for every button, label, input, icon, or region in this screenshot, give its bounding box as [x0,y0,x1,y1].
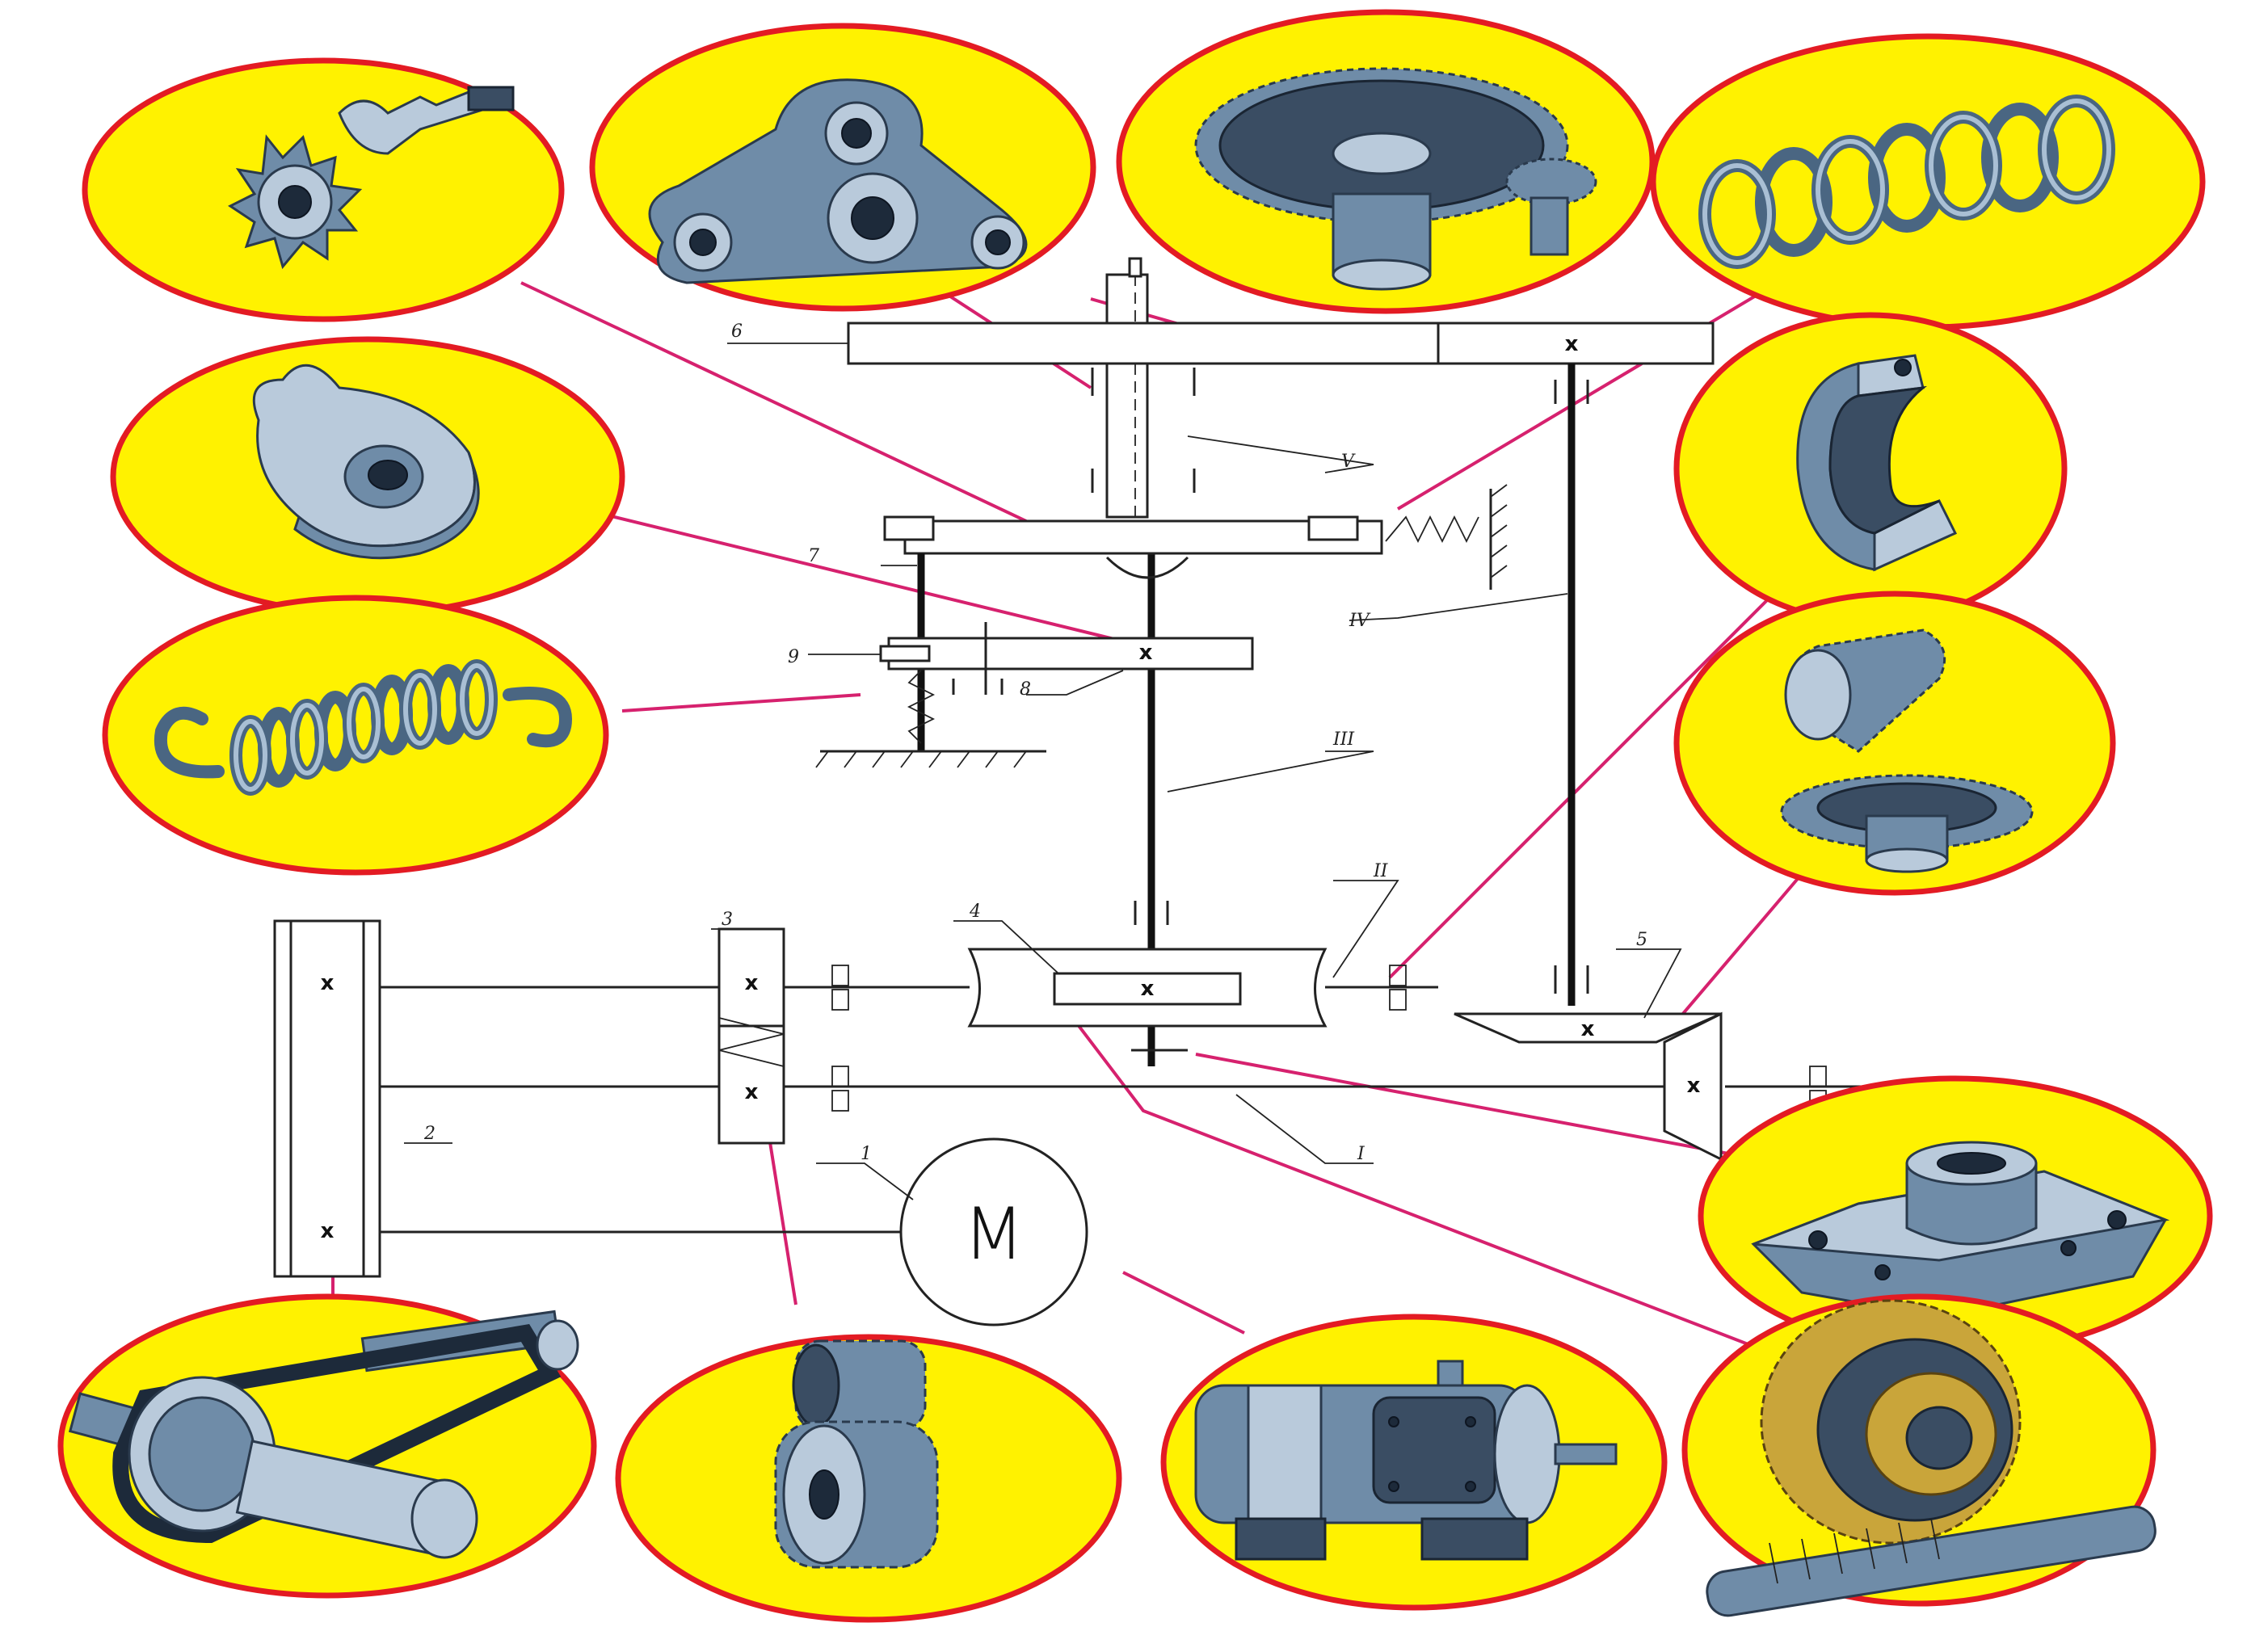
motor-symbol [899,1137,1088,1326]
cam-disc-icon [252,364,480,560]
belt-drive-icon [68,1310,579,1559]
callout-bracket [589,23,1096,312]
label-1: 1 [860,1144,872,1164]
svg-text:x: x [1565,332,1579,356]
callout-cam [110,336,625,617]
callout-compression-spring [1650,33,2206,330]
label-9: 9 [788,647,799,667]
leader-lines [331,281,1811,1359]
label-I: I [1357,1144,1365,1164]
svg-text:x: x [745,971,759,995]
callout-spur-gear [1116,9,1656,314]
extension-spring-icon [154,659,573,796]
triangular-bracket-icon [648,78,1028,284]
svg-text:x: x [321,971,335,995]
worm-gear-icon [1706,1299,2156,1617]
callout-extension-spring [102,595,609,876]
label-7: 7 [808,546,819,566]
electric-motor-icon [1194,1360,1618,1561]
svg-text:M: M [963,1192,1025,1276]
label-III: III [1332,729,1355,750]
label-IV: IV [1349,611,1371,631]
svg-text:x: x [1139,641,1153,665]
callout-electric-motor [1160,1314,1668,1611]
label-II: II [1373,861,1389,881]
svg-text:x: x [745,1080,759,1104]
label-6: 6 [731,322,743,342]
callout-bearing [1673,312,2068,625]
bevel-gear-5 [1454,1012,1722,1044]
svg-text:x: x [321,1219,335,1243]
bearing-half-shell-icon [1796,354,1958,572]
shaft-V-sleeve [1105,273,1149,519]
ratchet-wheel-with-pawl-icon [228,86,515,270]
callout-ratchet [82,57,565,322]
label-5: 5 [1636,930,1647,950]
kinematic-scheme: x x [273,257,1883,1326]
lever-7 [903,519,1383,555]
label-8: 8 [1020,679,1031,700]
callout-belt-drive [57,1293,597,1599]
label-4: 4 [969,902,981,922]
flange-bearing-housing-icon [1751,1141,2170,1318]
cam-8 [887,637,1254,671]
svg-text:x: x [1687,1074,1701,1098]
compression-spring-icon [1698,95,2115,269]
svg-text:x: x [1581,1017,1595,1041]
callout-bevel-gear [1673,591,2116,896]
callout-helical-gear [615,1334,1122,1623]
callout-worm-gear [1681,1293,2156,1617]
gear-6 [847,322,1440,365]
belt-drive-2 [273,919,381,1278]
helical-gear-pair-icon [774,1339,939,1569]
label-2: 2 [423,1124,436,1144]
callout-flange-housing [1698,1075,2213,1356]
svg-text:x: x [1141,977,1155,1001]
label-3: 3 [722,910,733,930]
label-V: V [1341,452,1356,472]
spur-gear-pair-icon [1194,67,1597,291]
bevel-gear-pair-icon [1780,629,2034,873]
